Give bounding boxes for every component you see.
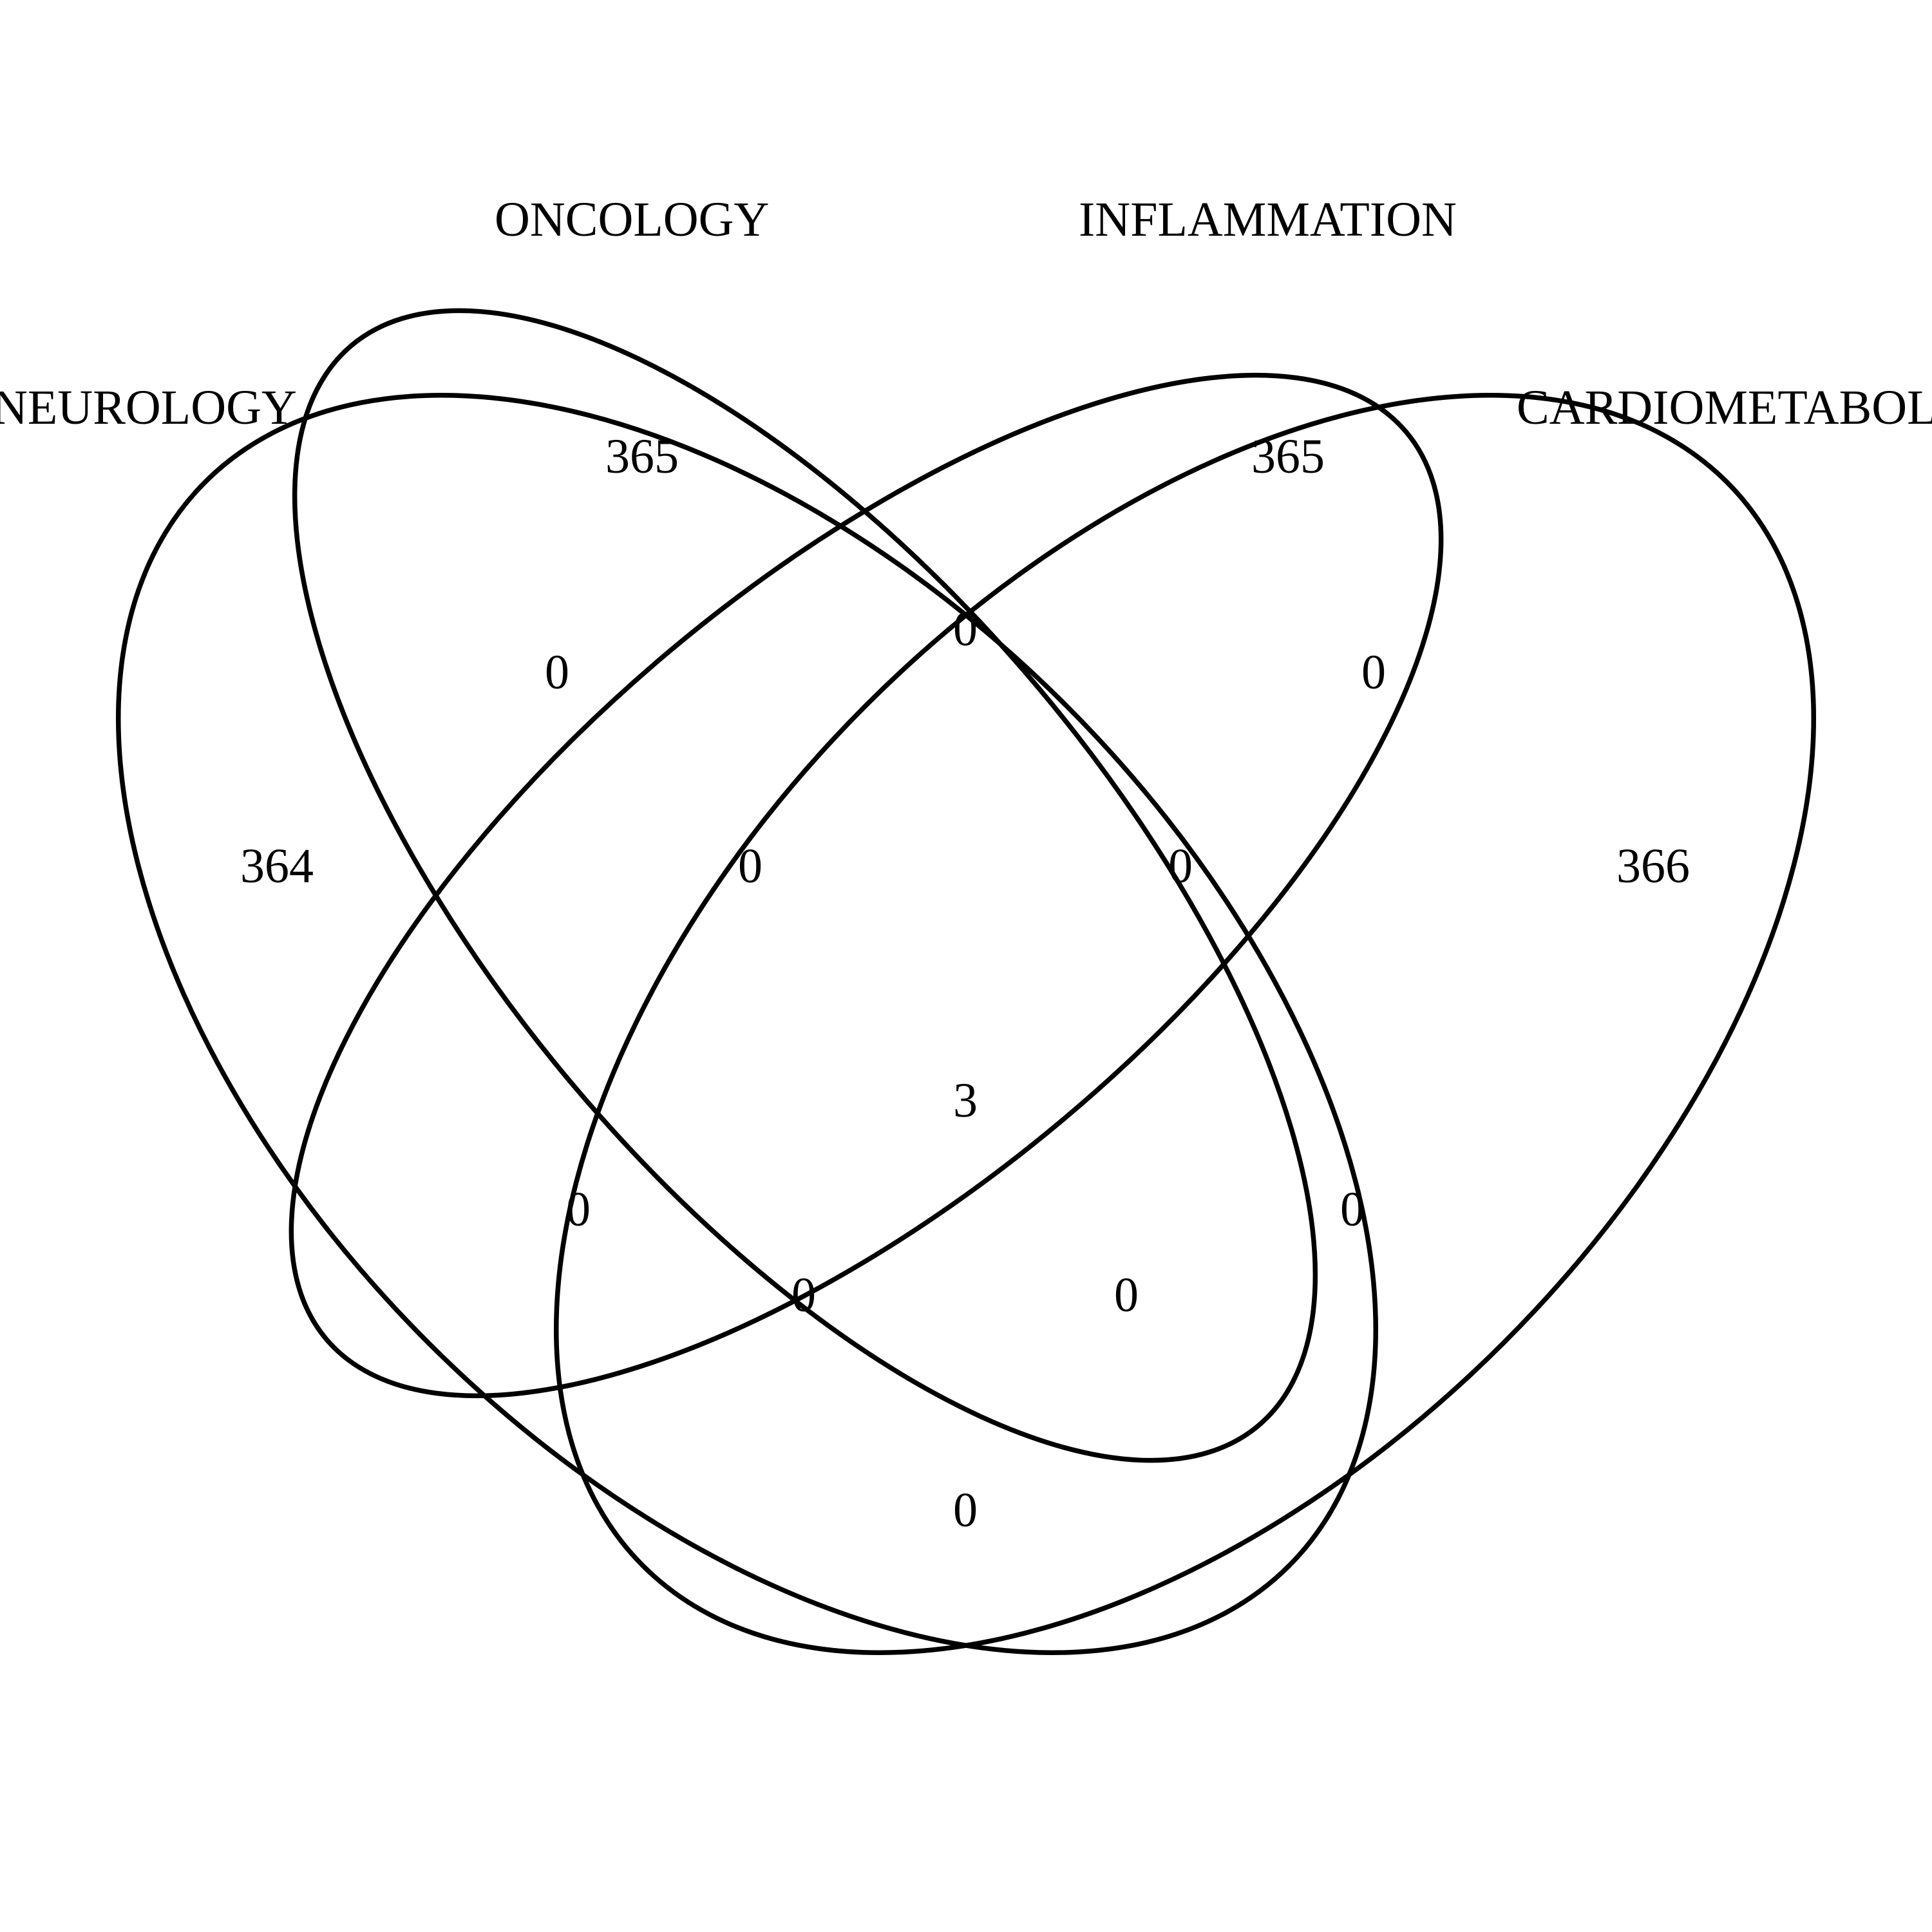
region-count-oncology-inflammation: 0 [953,602,978,656]
region-count-neurology-oncology: 0 [545,645,569,699]
region-count-neurology-inflammation-cardiometabolic: 0 [791,1268,816,1322]
cardiometabolic-label: CARDIOMETABOLIC [1517,381,1932,435]
region-count-neurology-cardiometabolic: 0 [953,1483,978,1537]
region-count-inflammation-cardiometabolic: 0 [1361,645,1386,699]
oncology-set-outline [292,308,1318,1463]
region-count-neurology-oncology-cardiometabolic: 0 [1114,1268,1139,1322]
region-count-oncology-inflammation-cardiometabolic: 0 [1168,839,1193,893]
cardiometabolic-set-outline [554,393,1816,1655]
region-count-neurology-only: 364 [240,839,314,893]
region-count-oncology-only: 365 [605,430,679,484]
neurology-set-outline [116,393,1378,1655]
oncology-label: ONCOLOGY [495,193,769,247]
region-count-neurology-inflammation: 0 [566,1182,591,1236]
region-count-all-four: 3 [953,1074,978,1128]
region-count-inflammation-only: 365 [1251,430,1325,484]
neurology-label: NEUROLOGY [0,381,297,435]
inflammation-set-outline [289,372,1444,1399]
region-count-cardiometabolic-only: 366 [1616,839,1690,893]
region-count-oncology-cardiometabolic: 0 [1340,1182,1365,1236]
region-count-neurology-oncology-inflammation: 0 [738,839,762,893]
inflammation-label: INFLAMMATION [1079,193,1457,247]
